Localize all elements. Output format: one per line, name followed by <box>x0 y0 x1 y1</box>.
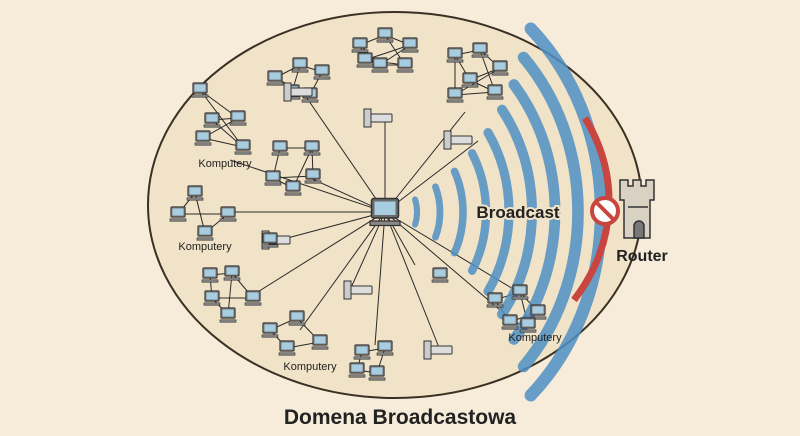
computer-icon <box>311 334 329 350</box>
no-entry-icon <box>590 196 620 226</box>
computer-icon <box>519 317 537 333</box>
computer-icon <box>446 87 464 103</box>
spoke-link <box>384 111 466 213</box>
computer-icon <box>313 64 331 80</box>
broadcast-wave <box>450 167 467 257</box>
diagram-title: Domena Broadcastowa <box>284 406 517 429</box>
computer-icon <box>194 130 212 146</box>
cluster-label: Komputery <box>283 361 337 373</box>
computer-icon <box>271 140 289 156</box>
computer-icon <box>511 284 529 300</box>
cluster-label: Komputery <box>198 158 252 170</box>
cluster-label: Komputery <box>508 332 562 344</box>
server-icon <box>283 82 313 102</box>
central-host-computer-icon <box>369 197 401 227</box>
spoke-link <box>229 159 386 213</box>
computer-icon <box>376 340 394 356</box>
cluster-link <box>199 89 244 148</box>
server-icon <box>423 340 453 360</box>
computer-icon <box>351 37 369 53</box>
computer-icon <box>234 139 252 155</box>
computer-icon <box>368 365 386 381</box>
computer-icon <box>446 47 464 63</box>
computer-icon <box>261 322 279 338</box>
computer-icon <box>223 265 241 281</box>
computer-icon <box>529 304 547 320</box>
server-icon <box>363 108 393 128</box>
computer-icon <box>284 180 302 196</box>
computer-icon <box>491 60 509 76</box>
computer-icon <box>261 232 279 248</box>
computer-icon <box>278 340 296 356</box>
server-icon <box>443 130 473 150</box>
computer-icon <box>431 267 449 283</box>
spoke-link <box>384 140 479 213</box>
computer-icon <box>304 168 322 184</box>
computer-icon <box>501 314 519 330</box>
computer-icon <box>219 307 237 323</box>
cluster-label: Komputery <box>178 241 232 253</box>
computer-icon <box>266 70 284 86</box>
spoke-link <box>244 211 386 301</box>
computer-icon <box>486 292 504 308</box>
computer-icon <box>201 267 219 283</box>
computer-icon <box>229 110 247 126</box>
computer-icon <box>471 42 489 58</box>
spoke-link <box>279 211 386 241</box>
spoke-link <box>299 211 386 331</box>
broadcast-wave <box>517 51 584 373</box>
computer-icon <box>353 344 371 360</box>
computer-icon <box>264 170 282 186</box>
broadcast-wave <box>483 128 514 296</box>
computer-icon <box>219 206 237 222</box>
computer-icon <box>288 310 306 326</box>
network-nodes <box>169 27 547 381</box>
computer-icon <box>303 140 321 156</box>
spoke-link <box>384 211 441 351</box>
spoke-link <box>384 211 501 311</box>
broadcast-label: Broadcast <box>476 203 559 222</box>
broadcast-wave <box>412 196 420 228</box>
computer-icon <box>203 112 221 128</box>
server-icon <box>343 280 373 300</box>
computer-icon <box>461 72 479 88</box>
spoke-link <box>374 211 386 346</box>
computer-icon <box>191 82 209 98</box>
broadcast-wave <box>467 149 491 275</box>
computer-icon <box>203 290 221 306</box>
computer-icon <box>244 290 262 306</box>
computer-icon <box>401 37 419 53</box>
computer-icon <box>348 362 366 378</box>
computer-icon <box>376 27 394 43</box>
computer-icon <box>291 57 309 73</box>
computer-icon <box>186 185 204 201</box>
computer-icon <box>396 57 414 73</box>
computer-icon <box>371 57 389 73</box>
router-label: Router <box>616 248 668 265</box>
computer-icon <box>169 206 187 222</box>
computer-icon <box>356 52 374 68</box>
broadcast-wave <box>432 183 444 241</box>
computer-icon <box>486 84 504 100</box>
spoke-link <box>299 87 386 213</box>
castle-tower-icon <box>619 179 655 239</box>
computer-icon <box>196 225 214 241</box>
